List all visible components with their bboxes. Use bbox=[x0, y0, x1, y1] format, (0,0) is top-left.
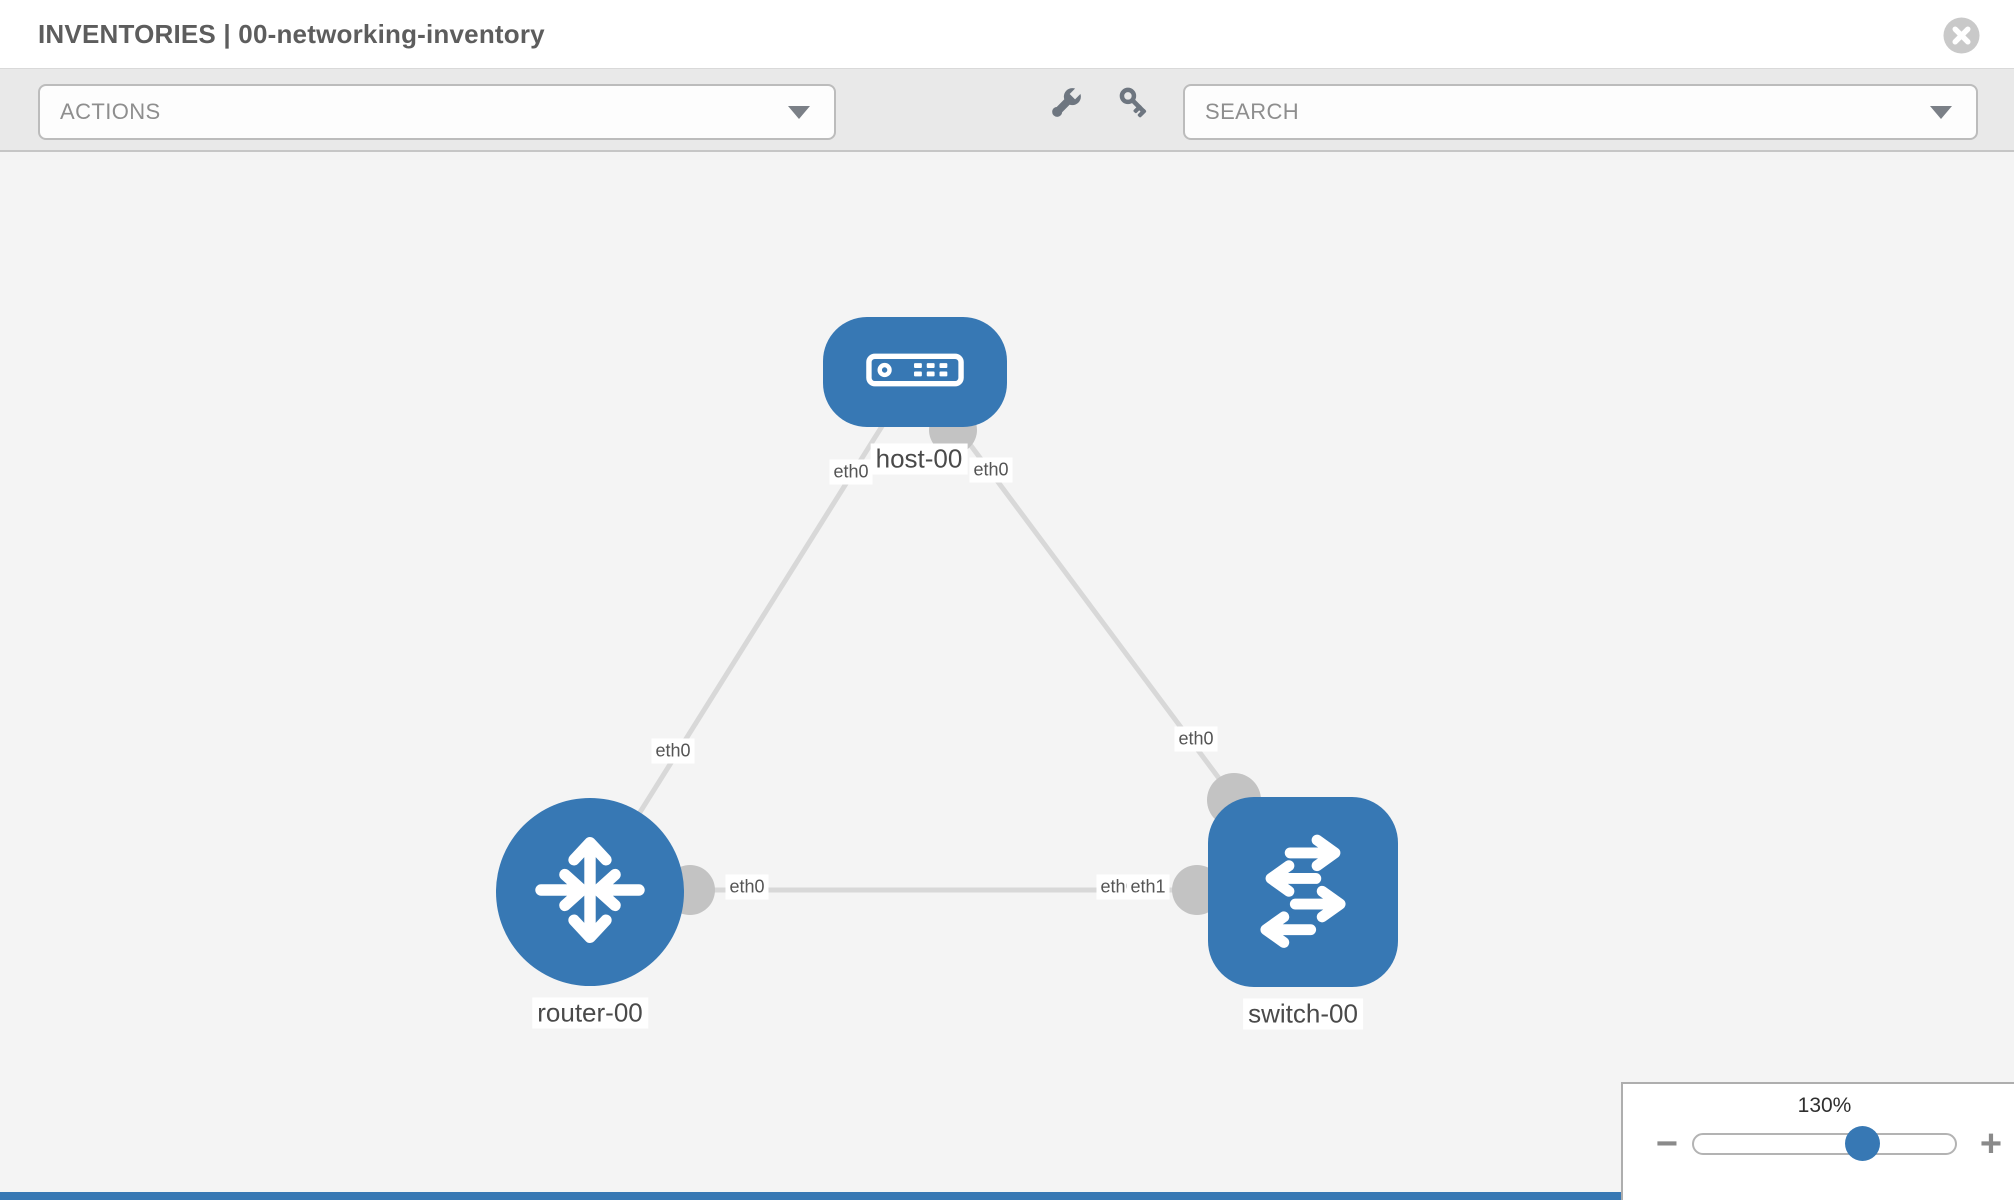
close-icon bbox=[1943, 17, 1980, 57]
zoom-in-button[interactable]: + bbox=[1971, 1122, 2011, 1166]
actions-dropdown-label: ACTIONS bbox=[60, 99, 161, 124]
router-icon bbox=[533, 830, 647, 955]
zoom-slider-track[interactable] bbox=[1692, 1133, 1957, 1155]
zoom-percentage: 130% bbox=[1797, 1094, 1852, 1117]
port-label-router-switch-switchside-front: eth1 bbox=[1126, 874, 1170, 900]
key-icon bbox=[1115, 87, 1155, 126]
link-host-router bbox=[587, 370, 919, 894]
node-label-router: router-00 bbox=[532, 997, 648, 1029]
port-label-host-switch-switchside: eth0 bbox=[1174, 726, 1218, 752]
node-label-host: host-00 bbox=[870, 443, 968, 475]
port-label-host-router-routerside: eth0 bbox=[651, 738, 695, 764]
node-host-00[interactable] bbox=[823, 317, 1007, 427]
port-label-router-switch-routerside: eth0 bbox=[725, 874, 769, 900]
node-router-00[interactable] bbox=[496, 798, 684, 986]
zoom-slider-thumb[interactable] bbox=[1845, 1126, 1880, 1161]
close-button[interactable] bbox=[1943, 17, 1980, 54]
port-label-host-switch-hostside: eth0 bbox=[969, 457, 1013, 483]
wrench-icon bbox=[1046, 86, 1086, 126]
tools-button[interactable] bbox=[1046, 83, 1086, 123]
zoom-panel: 130% − + bbox=[1621, 1082, 2014, 1200]
port-label-host-router-hostside: eth0 bbox=[829, 459, 873, 485]
node-label-switch: switch-00 bbox=[1243, 998, 1363, 1030]
page-title: INVENTORIES | 00-networking-inventory bbox=[38, 19, 545, 49]
search-dropdown[interactable]: SEARCH bbox=[1183, 84, 1978, 140]
switch-icon bbox=[1239, 826, 1367, 959]
host-icon bbox=[866, 353, 964, 392]
chevron-down-icon bbox=[1930, 106, 1952, 119]
actions-dropdown[interactable]: ACTIONS bbox=[38, 84, 836, 140]
credentials-button[interactable] bbox=[1115, 83, 1155, 123]
chevron-down-icon bbox=[788, 106, 810, 119]
header-bar: INVENTORIES | 00-networking-inventory bbox=[0, 0, 2014, 69]
toolbar: ACTIONS bbox=[0, 69, 2014, 152]
search-dropdown-label: SEARCH bbox=[1205, 99, 1300, 124]
node-switch-00[interactable] bbox=[1208, 797, 1398, 987]
canvas-bottom-scrollbar[interactable] bbox=[0, 1192, 1621, 1200]
zoom-out-button[interactable]: − bbox=[1647, 1122, 1687, 1166]
